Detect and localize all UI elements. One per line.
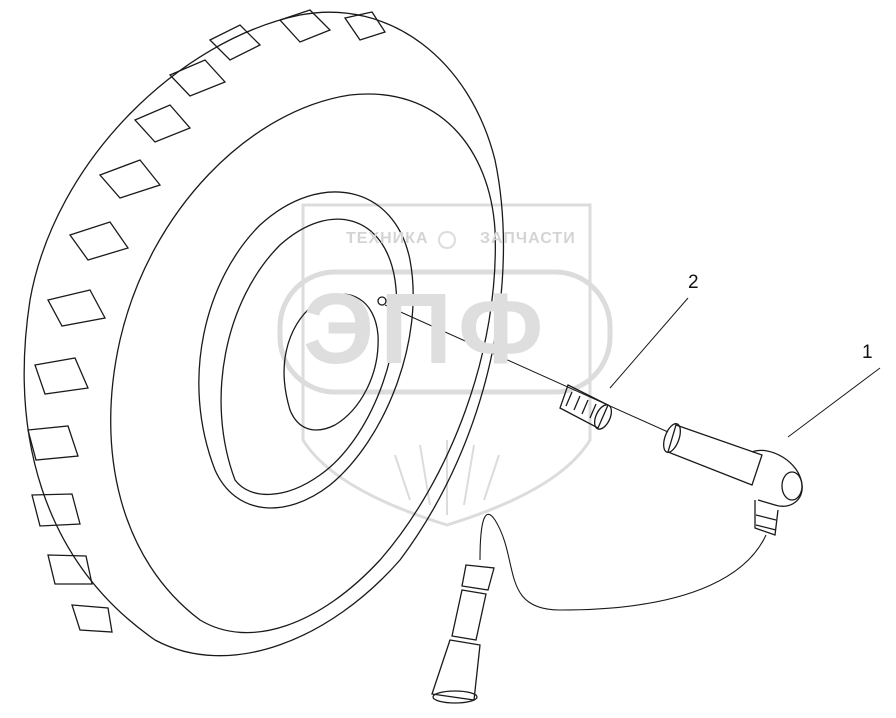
sensor-cable [479, 513, 767, 611]
watermark-logo-text: ЭПФ [303, 273, 550, 385]
assembly-axis-line [384, 304, 669, 433]
connector-plug [431, 564, 495, 704]
watermark-shield [277, 203, 613, 527]
sleeve-part [559, 384, 613, 430]
tire [23, 9, 505, 657]
callout-label-1: 1 [862, 342, 873, 363]
leader-line-1 [787, 367, 881, 438]
watermark-text-left: ТЕХНИКА [346, 230, 429, 247]
watermark-wheat-icon [394, 440, 500, 515]
watermark-text-right: ЗАПЧАСТИ [480, 230, 576, 247]
sensor-part [663, 423, 803, 536]
callout-label-2: 2 [688, 272, 699, 293]
leader-line-2 [609, 297, 689, 389]
